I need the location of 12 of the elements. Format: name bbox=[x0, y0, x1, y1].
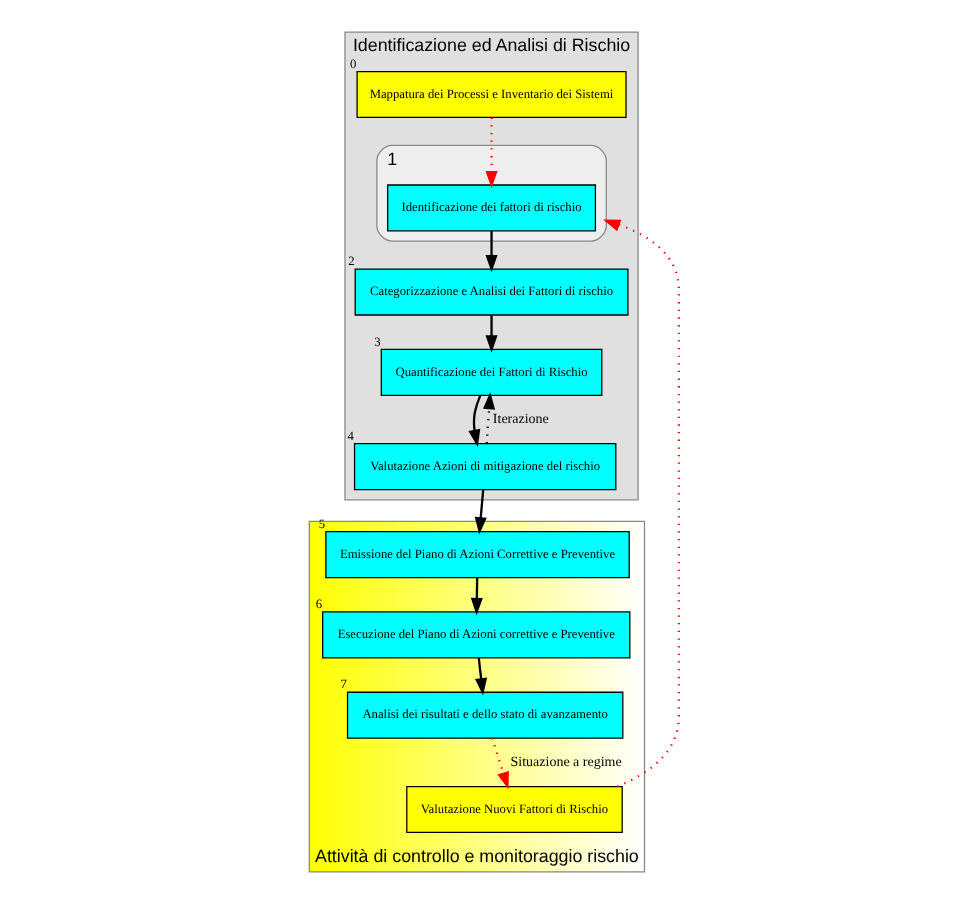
arrow bbox=[468, 394, 482, 447]
node-label: 1 bbox=[387, 148, 398, 169]
arrow bbox=[603, 219, 681, 788]
cluster bbox=[376, 144, 607, 242]
arrow bbox=[475, 658, 488, 696]
arrow bbox=[485, 231, 498, 273]
arrow bbox=[483, 391, 496, 444]
arrow bbox=[485, 315, 498, 353]
arrow bbox=[485, 117, 498, 189]
arrow bbox=[491, 737, 509, 790]
arrow bbox=[470, 577, 483, 616]
arrow bbox=[474, 489, 487, 535]
